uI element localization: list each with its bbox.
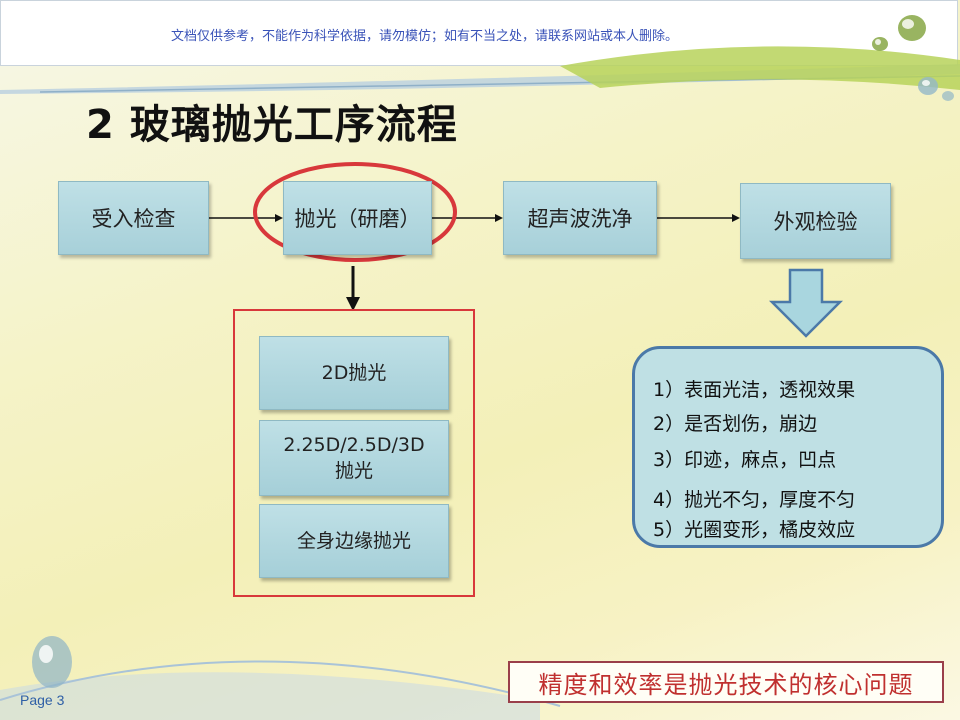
step-visual-inspection: 外观检验: [740, 183, 891, 259]
inspection-item: 4）抛光不匀，厚度不匀: [653, 489, 856, 511]
water-droplet-icon: [32, 636, 72, 688]
inspection-down-arrow-icon: [768, 268, 844, 338]
inspection-items-callout: 1）表面光洁，透视效果 2）是否划伤，崩边 3）印迹，麻点，凹点 4）抛光不匀，…: [632, 346, 944, 548]
polish-type-label: 2D抛光: [321, 362, 387, 384]
core-message-box: 精度和效率是抛光技术的核心问题: [508, 661, 944, 703]
polish-type-3d: 2.25D/2.5D/3D 抛光: [259, 420, 449, 496]
polish-type-2d: 2D抛光: [259, 336, 449, 410]
step-label: 超声波洗净: [527, 207, 633, 231]
inspection-item: 5）光圈变形，橘皮效应: [653, 519, 856, 541]
core-message: 精度和效率是抛光技术的核心问题: [538, 670, 914, 699]
polish-type-label-line2: 抛光: [334, 460, 373, 482]
inspection-item: 3）印迹，麻点，凹点: [653, 449, 837, 471]
step-ultrasonic-cleaning: 超声波洗净: [503, 181, 657, 255]
step-label: 外观检验: [773, 210, 858, 234]
step-polishing: 抛光（研磨）: [283, 181, 432, 255]
disclaimer-text: 文档仅供参考，不能作为科学依据，请勿模仿；如有不当之处，请联系网站或本人删除。: [171, 29, 679, 44]
step-label: 抛光（研磨）: [294, 207, 421, 231]
polish-type-label-line1: 2.25D/2.5D/3D: [283, 434, 425, 456]
step-label: 受入检查: [91, 207, 176, 231]
polish-types-frame: [233, 309, 475, 597]
inspection-item: 2）是否划伤，崩边: [653, 413, 818, 435]
inspection-item: 1）表面光洁，透视效果: [653, 379, 856, 401]
polish-type-edge: 全身边缘抛光: [259, 504, 449, 578]
page-number: Page 3: [20, 692, 65, 708]
page-title: 2 玻璃抛光工序流程: [86, 102, 458, 148]
header-bar: 文档仅供参考，不能作为科学依据，请勿模仿；如有不当之处，请联系网站或本人删除。: [0, 0, 958, 66]
polish-type-label: 全身边缘抛光: [296, 530, 411, 552]
step-incoming-inspection: 受入检查: [58, 181, 209, 255]
